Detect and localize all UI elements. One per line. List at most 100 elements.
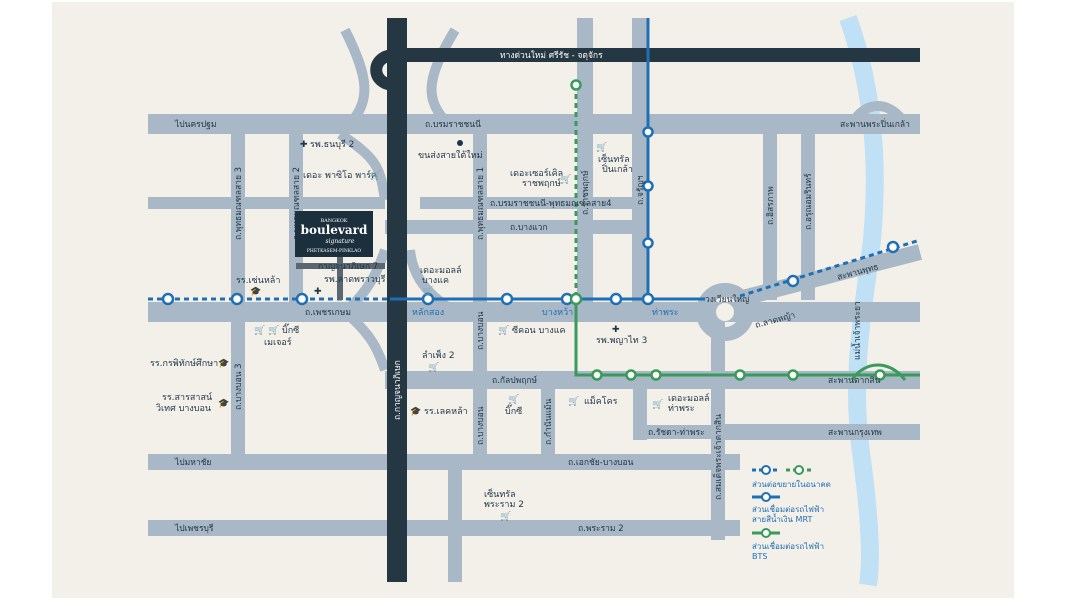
poi-school-kraphak: รร.กรพิทักษ์ศึกษา 🎓 [150,357,229,369]
station-tha-phra: ท่าพระ [652,308,679,318]
svg-text:รร.สารสาสน์: รร.สารสาสน์ [162,391,212,403]
svg-text:เดอะมอลล์: เดอะมอลล์ [668,392,710,404]
poi-bus-terminal: ขนส่งสายใต้ใหม่ [418,140,483,161]
svg-text:✚: ✚ [314,287,322,297]
pinklao-bridge [847,101,910,127]
svg-text:🎓: 🎓 [218,358,229,369]
svg-text:🛒: 🛒 [500,510,511,522]
charan-label: ถ.จรัญฯ [636,175,646,205]
project-marker: BANGKOK boulevard signature PHETKASEM-PI… [295,211,385,300]
svg-text:ส่วนเชื่อมต่อรถไฟฟ้า: ส่วนเชื่อมต่อรถไฟฟ้า [752,503,824,514]
svg-text:🛒: 🛒 [422,285,433,297]
svg-text:🛒: 🛒 [498,324,509,336]
bridge-krungthep-label: สะพานกรุงเทพ [828,428,882,438]
svg-text:ท่าพระ: ท่าพระ [668,404,695,414]
svg-text:รร.เซ่นหล้า: รร.เซ่นหล้า [236,275,280,286]
svg-text:บางแค: บางแค [422,276,449,286]
bang-khae-road-label: ถ.บางบอน [476,311,486,350]
map-legend: ส่วนต่อขยายในอนาคต ส่วนเชื่อมต่อรถไฟฟ้า … [752,465,831,561]
borommaratchachonnani-label: ถ.บรมราชชนนี [425,119,481,130]
poi-mall-thapra: 🛒 เดอะมอลล์ ท่าพระ [652,392,710,414]
svg-text:รพ.พญาไท 3: รพ.พญาไท 3 [596,335,647,346]
kalapaphruek-label: ถ.กัลปพฤกษ์ [492,375,537,386]
poi-school-lekhla: 🎓 รร.เลคหล้า [410,406,468,417]
svg-text:🛒: 🛒 [428,361,439,373]
svg-text:เซ็นทรัล: เซ็นทรัล [598,152,630,165]
kanchana-7-label: กาญจนาภิเษก 7 [318,262,378,272]
poi-seacon: 🛒 ซีคอน บางแค [498,324,566,336]
ratchada-thapra-label: ถ.รัชดา-ท่าพระ [648,428,705,438]
bang-waek-label: ถ.บางแวก [510,223,548,233]
poi-hospital-phaya-thai: ✚ รพ.พญาไท 3 [596,325,647,346]
svg-text:ขนส่งสายใต้ใหม่: ขนส่งสายใต้ใหม่ [418,150,483,161]
svg-text:เดอะมอลล์: เดอะมอลล์ [420,264,462,276]
poi-bigc2: 🛒 บิ๊กซี [505,393,522,417]
svg-text:รร.กรพิทักษ์ศึกษา: รร.กรพิทักษ์ศึกษา [150,357,218,369]
svg-text:บิ๊กซี: บิ๊กซี [282,323,299,336]
isaraphap-label: ถ.อิสรภาพ [766,186,776,225]
svg-text:วิเทศ บางบอน: วิเทศ บางบอน [156,403,211,414]
poi-bigc-major: 🛒 🛒 บิ๊กซี เมเจอร์ [254,323,299,348]
svg-text:รร.เลคหล้า: รร.เลคหล้า [424,406,468,417]
svg-text:ส่วนเชื่อมต่อรถไฟฟ้า: ส่วนเชื่อมต่อรถไฟฟ้า [752,540,824,551]
kanchanaphisek-label: ถ.กาญจนาภิเษก [393,360,403,420]
poi-mall-bangkhae: เดอะมอลล์ บางแค 🛒 [420,264,462,297]
river-label: แม่น้ำเจ้าพระยา [851,301,863,360]
brand-script: signature [326,238,355,245]
rama2-label: ถ.พระราม 2 [578,524,624,534]
expressway-label: ทางด่วนใหม่ ศรีรัช - จตุจักร [500,50,603,61]
ekkachai-label: ถ.เอกชัย-บางบอน [568,458,634,468]
phutthamonthon4-label: ถ.บรมราชชนนี-พุทธมณฑลสาย4 [490,198,611,209]
svg-text:🛒: 🛒 [652,398,663,410]
brand-main: boulevard [301,223,368,237]
kanlapha-label: ถ.กำนันแม้น [543,399,554,445]
wongwian-yai-roundabout [696,283,754,341]
poi-makro: 🛒 แม็คโคร [568,394,618,407]
poi-the-circle: เดอะเซอร์เคิล ราชพฤกษ์ 🛒 [510,167,571,189]
station-lak-song: หลักสอง [412,308,444,318]
bts-green-line [574,300,920,377]
svg-text:รพ.ลาดพราวบุรี: รพ.ลาดพราวบุรี [324,274,386,285]
svg-text:ลำเพ็ง 2: ลำเพ็ง 2 [422,348,455,361]
svg-text:BTS: BTS [752,552,767,561]
somdet-chao-phraya-label: ถ.สมเด็จพระเจ้าตากสิน [712,414,724,500]
svg-text:เดอะ พาซิโอ พาร์ค: เดอะ พาซิโอ พาร์ค [303,169,377,181]
poi-school-senhla: รร.เซ่นหล้า 🎓 [236,275,280,297]
svg-text:🎓: 🎓 [250,286,261,297]
bridge-taksin-label: สะพานตากสิน [828,376,881,386]
to-nakhon-pathom-label: ไปนครปฐม [174,119,216,130]
svg-text:เดอะเซอร์เคิล: เดอะเซอร์เคิล [510,167,563,179]
phutthamonthon1-label: ถ.พุทธมณฑลสาย 1 [476,167,486,240]
station-bang-wa: บางหว้า [542,307,573,318]
to-phetchaburi-label: ไปเพชรบุรี [174,523,214,534]
svg-text:ราชพฤกษ์: ราชพฤกษ์ [522,177,561,189]
station-markers [161,79,900,381]
svg-text:เมเจอร์: เมเจอร์ [264,336,292,348]
svg-text:สายสีน้ำเงิน MRT: สายสีน้ำเงิน MRT [752,513,812,524]
svg-text:รพ.ธนบุรี 2: รพ.ธนบุรี 2 [310,139,354,150]
svg-text:🛒: 🛒 [568,395,579,407]
svg-text:✚: ✚ [612,325,620,335]
phetkasem-label: ถ.เพชรเกษม [305,308,351,318]
poi-lamphueng: ลำเพ็ง 2 🛒 [422,348,455,373]
arun-amarin-label: ถ.อรุณอมรินทร์ [803,173,814,230]
bridge-pinklao-label: สะพานพระปิ่นเกล้า [840,118,910,130]
svg-text:✚: ✚ [300,140,308,150]
svg-text:ซีคอน บางแค: ซีคอน บางแค [512,325,566,336]
svg-text:🛒 🛒: 🛒 🛒 [254,324,279,336]
to-mahachai-label: ไปมหาชัย [174,457,211,468]
poi-school-sarasas: รร.สารสาสน์ วิเทศ บางบอน 🎓 [156,391,229,414]
svg-text:พระราม 2: พระราม 2 [484,500,524,510]
poi-central-rama2: เซ็นทรัล พระราม 2 🛒 [484,487,524,522]
svg-text:ปิ่นเกล้า: ปิ่นเกล้า [602,162,633,175]
poi-central-pinklao: 🛒 เซ็นทรัล ปิ่นเกล้า [596,141,633,175]
svg-text:เซ็นทรัล: เซ็นทรัล [484,487,516,500]
svg-text:🛒: 🛒 [560,173,571,185]
svg-text:🎓: 🎓 [218,398,229,409]
poi-hospital-phetkasem: รพ.ลาดพราวบุรี ✚ [314,274,386,297]
brand-sub: PHETKASEM-PINKLAO [307,248,362,254]
legend-future: ส่วนต่อขยายในอนาคต [752,480,831,489]
phutthamonthon3-label: ถ.พุทธมณฑลสาย 3 [234,167,244,240]
ratchaphruek-label: ถ.ราชพฤกษ์ [580,170,591,215]
